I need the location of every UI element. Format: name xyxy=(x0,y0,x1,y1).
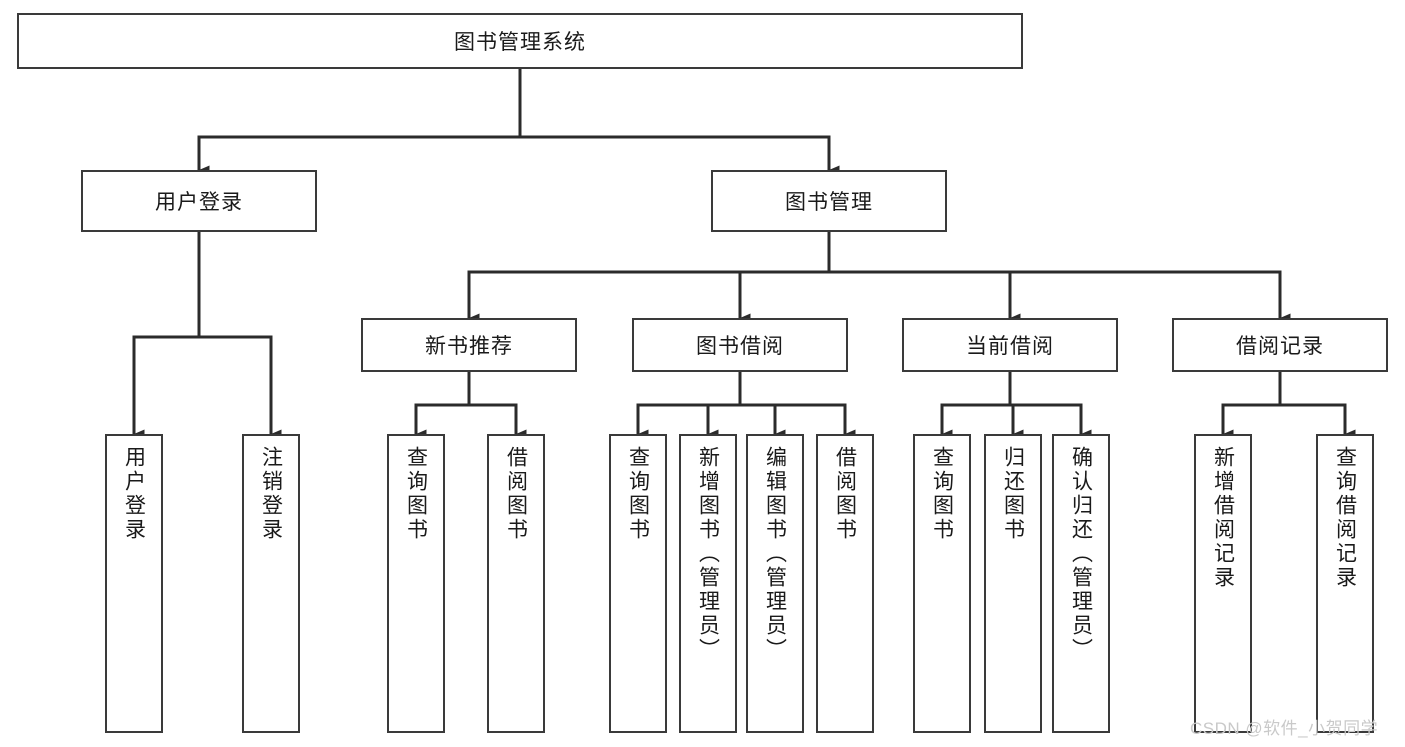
level3-node-0[interactable]: 新书推荐 xyxy=(361,318,577,372)
leaf-node-2-label: 查询图书 xyxy=(404,446,428,542)
leaf-node-8-label: 查询图书 xyxy=(930,446,954,542)
level2-node-1[interactable]: 图书管理 xyxy=(711,170,947,232)
leaf-node-3[interactable]: 借阅图书 xyxy=(487,434,545,733)
level3-node-1[interactable]: 图书借阅 xyxy=(632,318,848,372)
leaf-node-5[interactable]: 新增图书（管理员） xyxy=(679,434,737,733)
leaf-node-9[interactable]: 归还图书 xyxy=(984,434,1042,733)
leaf-node-0[interactable]: 用户登录 xyxy=(105,434,163,733)
level2-node-0-label: 用户登录 xyxy=(155,191,243,214)
leaf-node-7[interactable]: 借阅图书 xyxy=(816,434,874,733)
csdn-watermark: CSDN @软件_小贺同学 xyxy=(1190,719,1379,738)
leaf-node-6-label: 编辑图书（管理员） xyxy=(763,446,787,662)
leaf-node-1-label: 注销登录 xyxy=(259,446,283,542)
leaf-node-0-label: 用户登录 xyxy=(122,446,146,542)
level3-node-2-label: 当前借阅 xyxy=(966,335,1054,358)
leaf-node-10[interactable]: 确认归还（管理员） xyxy=(1052,434,1110,733)
level3-node-2[interactable]: 当前借阅 xyxy=(902,318,1118,372)
leaf-node-7-label: 借阅图书 xyxy=(833,446,857,542)
leaf-node-12-label: 查询借阅记录 xyxy=(1333,446,1357,590)
leaf-node-10-label: 确认归还（管理员） xyxy=(1069,446,1093,662)
leaf-node-4[interactable]: 查询图书 xyxy=(609,434,667,733)
level2-node-1-label: 图书管理 xyxy=(785,191,873,214)
root-node-0-label: 图书管理系统 xyxy=(454,31,586,54)
leaf-node-1[interactable]: 注销登录 xyxy=(242,434,300,733)
level3-node-1-label: 图书借阅 xyxy=(696,335,784,358)
leaf-node-11-label: 新增借阅记录 xyxy=(1211,446,1235,590)
leaf-node-9-label: 归还图书 xyxy=(1001,446,1025,542)
leaf-node-8[interactable]: 查询图书 xyxy=(913,434,971,733)
leaf-node-11[interactable]: 新增借阅记录 xyxy=(1194,434,1252,733)
leaf-node-2[interactable]: 查询图书 xyxy=(387,434,445,733)
leaf-node-12[interactable]: 查询借阅记录 xyxy=(1316,434,1374,733)
level3-node-3[interactable]: 借阅记录 xyxy=(1172,318,1388,372)
leaf-node-5-label: 新增图书（管理员） xyxy=(696,446,720,662)
level2-node-0[interactable]: 用户登录 xyxy=(81,170,317,232)
level3-node-3-label: 借阅记录 xyxy=(1236,335,1324,358)
connector-lines xyxy=(132,67,1356,439)
leaf-node-3-label: 借阅图书 xyxy=(504,446,528,542)
leaf-node-4-label: 查询图书 xyxy=(626,446,650,542)
root-node-0[interactable]: 图书管理系统 xyxy=(17,13,1023,69)
level3-node-0-label: 新书推荐 xyxy=(425,335,513,358)
leaf-node-6[interactable]: 编辑图书（管理员） xyxy=(746,434,804,733)
